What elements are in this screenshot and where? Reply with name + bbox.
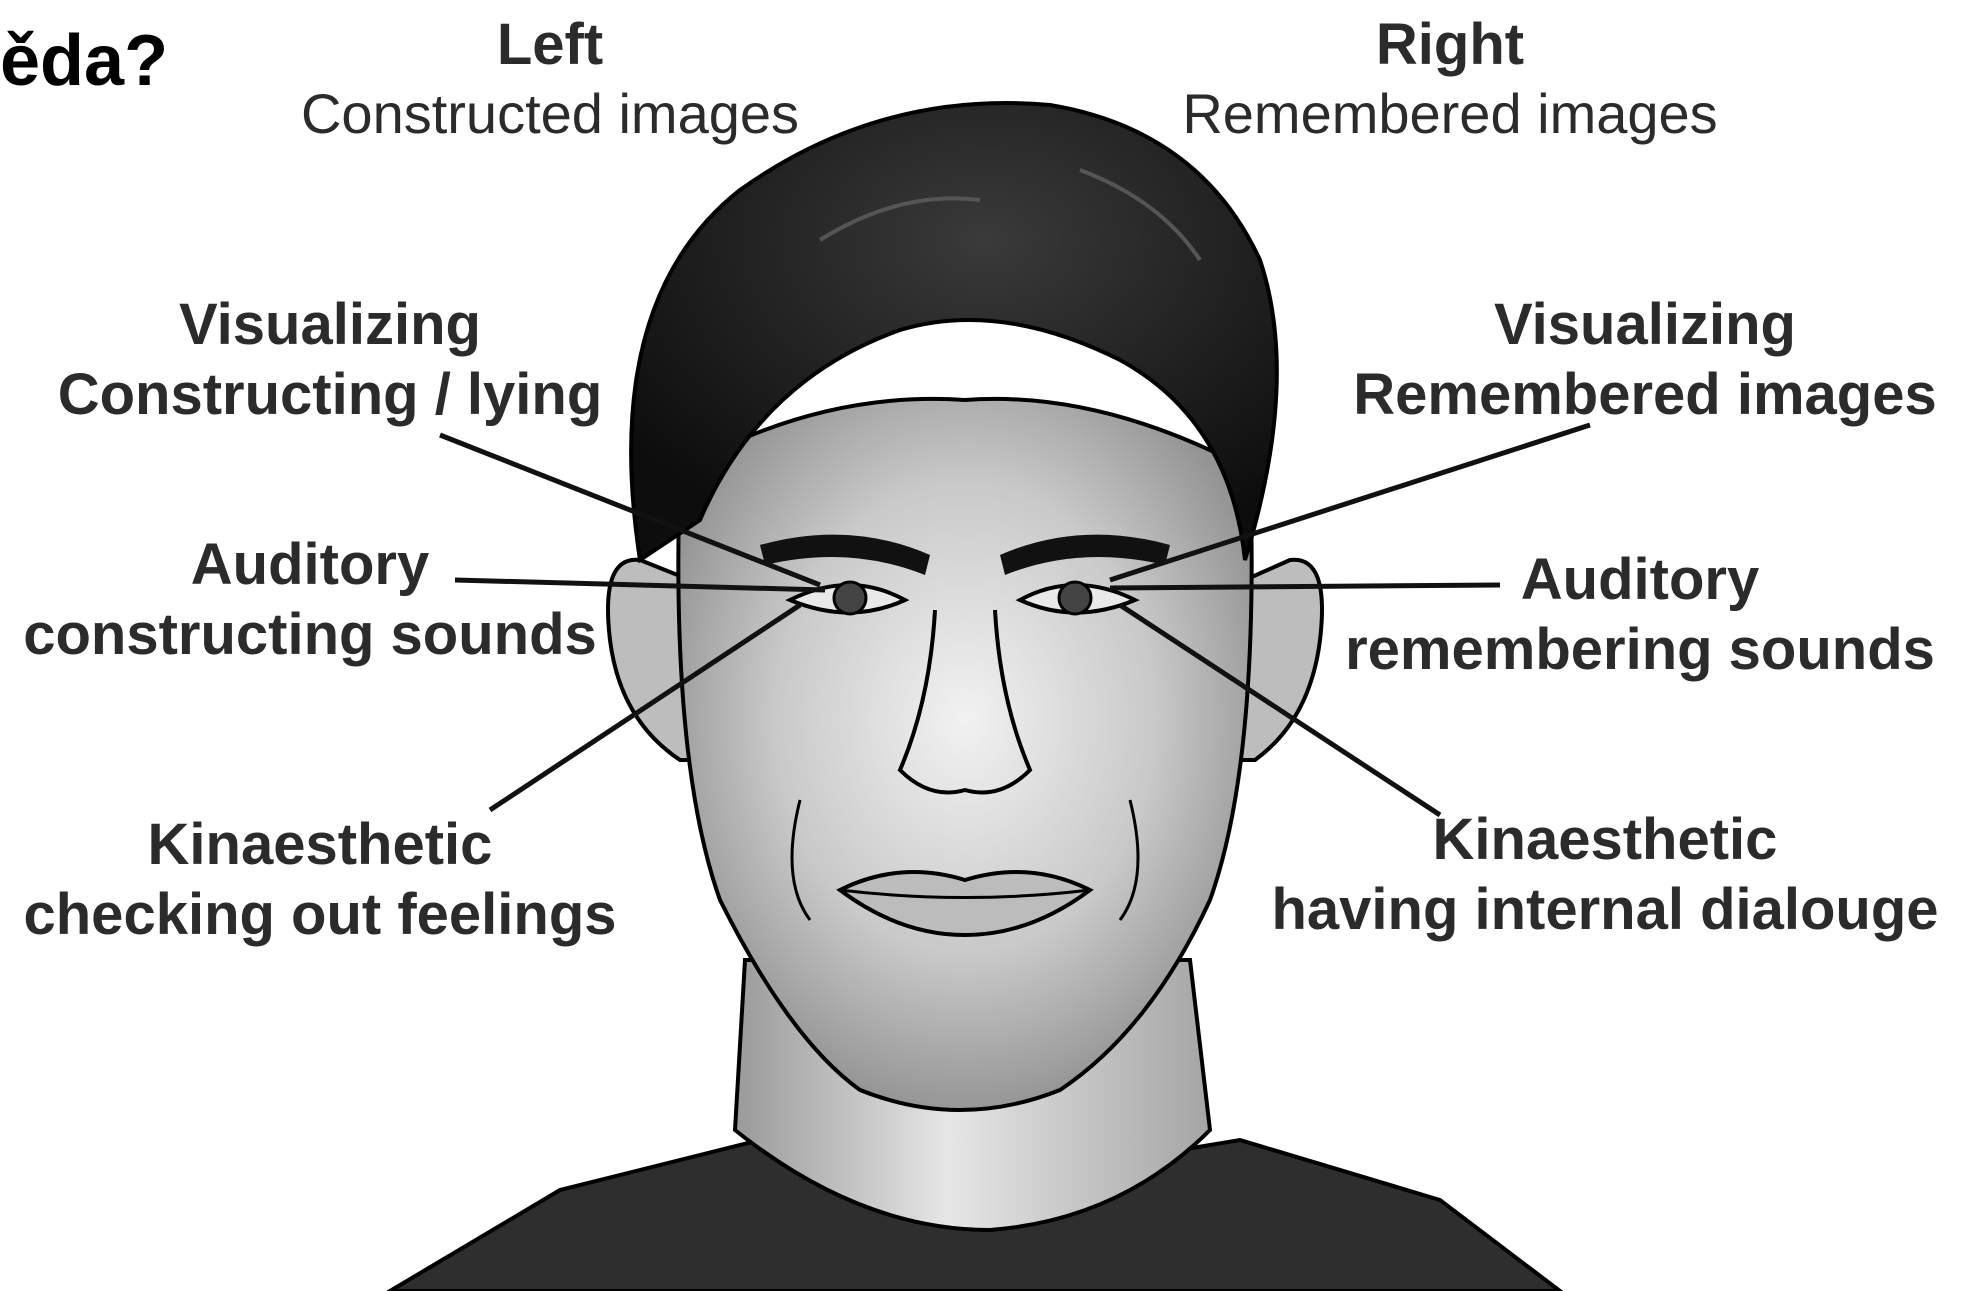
- label-right-auditory: Auditory remembering sounds: [1330, 545, 1950, 684]
- label-right-kinaesthetic-line1: Kinaesthetic: [1260, 805, 1950, 875]
- label-left-auditory-line1: Auditory: [10, 530, 610, 600]
- label-right-auditory-line2: remembering sounds: [1330, 615, 1950, 685]
- left-title: Left: [270, 10, 830, 80]
- label-right-visual-line1: Visualizing: [1340, 290, 1950, 360]
- label-left-auditory: Auditory constructing sounds: [10, 530, 610, 669]
- right-title: Right: [1150, 10, 1750, 80]
- label-left-auditory-line2: constructing sounds: [10, 600, 610, 670]
- right-subtitle: Remembered images: [1150, 80, 1750, 147]
- label-left-kinaesthetic-line1: Kinaesthetic: [10, 810, 630, 880]
- label-right-kinaesthetic: Kinaesthetic having internal dialouge: [1260, 805, 1950, 944]
- label-left-visual: Visualizing Constructing / lying: [30, 290, 630, 429]
- label-left-visual-line2: Constructing / lying: [30, 360, 630, 430]
- label-right-visual: Visualizing Remembered images: [1340, 290, 1950, 429]
- label-right-kinaesthetic-line2: having internal dialouge: [1260, 875, 1950, 945]
- right-header: Right Remembered images: [1150, 10, 1750, 147]
- left-subtitle: Constructed images: [270, 80, 830, 147]
- label-left-kinaesthetic-line2: checking out feelings: [10, 880, 630, 950]
- label-left-kinaesthetic: Kinaesthetic checking out feelings: [10, 810, 630, 949]
- left-header: Left Constructed images: [270, 10, 830, 147]
- label-right-auditory-line1: Auditory: [1330, 545, 1950, 615]
- label-left-visual-line1: Visualizing: [30, 290, 630, 360]
- label-right-visual-line2: Remembered images: [1340, 360, 1950, 430]
